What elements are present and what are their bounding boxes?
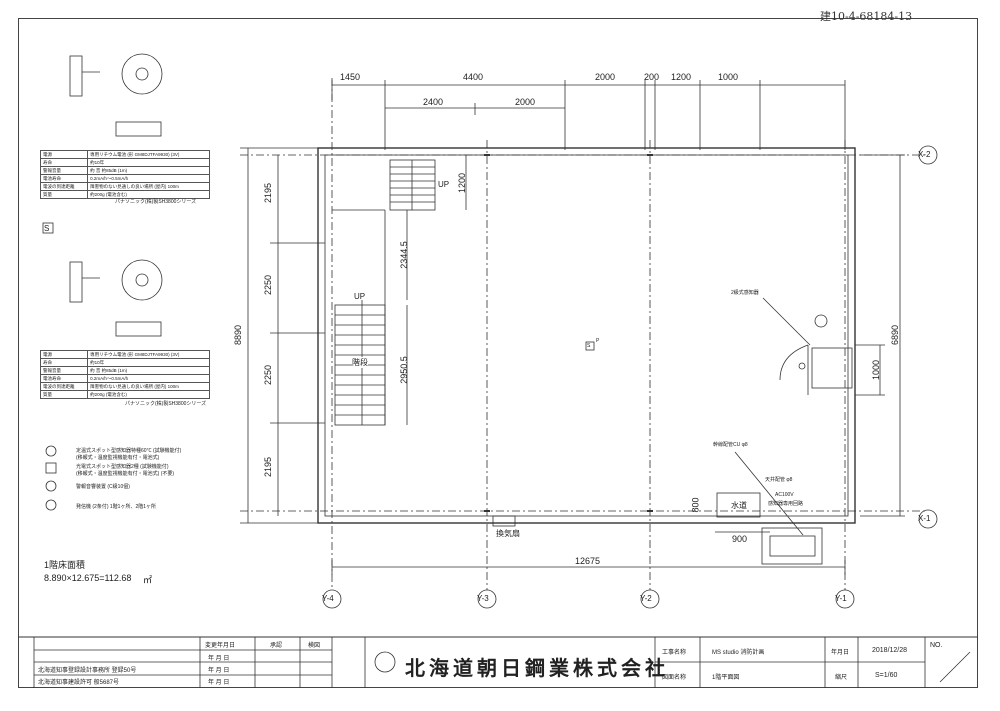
tb-date-1: 年 月 日 [208,656,230,662]
spec1-key: 警報音量 [39,166,89,175]
wire-note: 幹線配管CU φ8 [713,442,748,448]
tb-project-label: 工事名称 [662,650,687,656]
dim-bottom-900: 900 [732,534,748,544]
pipe-note: 天井配管 φ8 [765,477,793,483]
company-name: 北海道朝日鋼業株式会社 [405,656,669,680]
stair-up-lower: UP [354,292,366,301]
vent-label: 換気扇 [496,529,520,538]
tb-date-value: 2018/12/28 [872,647,908,654]
tb-approval: 承認 [270,643,283,649]
dim-stair-2344: 2344.5 [398,241,409,269]
dim-top-4400: 4400 [463,72,484,82]
dim-top-1000: 1000 [718,72,739,82]
tb-license-2: 北海道知事建設許可 般5687号 [38,680,120,686]
spec1-val: 専用リチウム電池 (形 GM8DJTFA9930) (3V) [87,150,210,159]
tb-date-label: 年月日 [831,650,850,656]
spec2-val: 0.2mA/h〜0.5mA/h [87,374,210,383]
legend-note-1: (移報式・温度監視機能有付・電池式) [76,455,160,461]
spec1-val: 約10年 [87,158,210,167]
legend-note-2: (移報式・温度監視機能有付・電池式) (不要) [76,471,175,477]
tb-project-value: MS studio 消防計画 [712,650,765,656]
spec2-key: 寿命 [39,358,89,367]
area-title: 1階床面積 [44,560,86,570]
dim-left-2250a: 2250 [263,274,274,296]
spec2-key: 質量 [39,390,89,399]
sensor-symbol-sup: P [596,338,600,344]
detector-note: 2級式感知器 [731,290,759,296]
tb-license-1: 北海道知事登録設計事務所 登録50号 [38,668,137,674]
spec-table-2: 電源専用リチウム電池 (形 GM8DJTFA9930) (3V) 寿命約10年 … [39,350,210,399]
grid-label-x2: X-2 [918,150,931,159]
spec1-key: 電波の到達距離 [39,182,89,191]
area-calc: 8.890×12.675=112.68 [44,573,132,583]
spec1-val: 約 音 約85dB (1m) [87,166,210,175]
tb-scale-value: S=1/60 [875,672,898,679]
legend-item-transmitter: 発信機 (2条付) 1階1ヶ所、2階1ヶ所 [76,504,157,510]
grid-label-x1: X-1 [918,514,931,523]
dim-right-6890: 6890 [890,324,901,346]
grid-label-y1: Y-1 [835,594,847,603]
spec2-footnote: パナソニック(株)製SH3800シリーズ [125,401,207,407]
spec1-val: 障害物のない見通しの良い場所 (屋内) 100m [87,182,210,191]
tb-check: 検図 [308,643,321,649]
tb-date-2: 年 月 日 [208,668,230,674]
dim-sink-800: 800 [690,497,701,513]
spec2-key: 電池寿命 [39,374,89,383]
ac-note-2: 感知器専用回路 [768,501,804,507]
dim-stair-1200: 1200 [457,172,468,194]
spec1-val: 約200g (電池含む) [87,190,210,199]
dim-top-200: 200 [644,72,660,82]
tb-date-3: 年 月 日 [208,680,230,686]
dim-bottom-12675: 12675 [575,556,601,566]
spec1-key: 質量 [39,190,89,199]
spec2-key: 警報音量 [39,366,89,375]
legend-item-smoke: 光電式スポット型感知器2種 (試験機能付) [76,464,169,470]
dim-left-8890: 8890 [233,324,244,346]
ac-note: AC100V [775,492,794,498]
spec1-val: 0.2mA/h〜0.5mA/h [87,174,210,183]
spec2-val: 専用リチウム電池 (形 GM8DJTFA9930) (3V) [87,350,210,359]
tb-drawing-label: 図面名称 [662,675,687,681]
spec2-val: 約10年 [87,358,210,367]
spec2-val: 約 音 約85dB (1m) [87,366,210,375]
dim-top-1200: 1200 [671,72,692,82]
stair-up-upper: UP [438,180,450,189]
sink-label: 水道 [731,501,747,510]
dim-left-2195a: 2195 [263,182,274,204]
spec-table-1: 電源専用リチウム電池 (形 GM8DJTFA9930) (3V) 寿命約10年 … [39,150,210,199]
grid-label-y4: Y-4 [322,594,334,603]
dim-top-2000b: 2000 [515,97,536,107]
grid-label-y3: Y-3 [477,594,489,603]
tb-no-label: NO. [930,642,943,649]
legend-s-symbol: S [44,224,50,233]
legend-item-heat: 定温式スポット型感知器特種60℃ (試験機能付) [76,448,182,454]
spec2-val: 障害物のない見通しの良い場所 (屋内) 100m [87,382,210,391]
spec1-key: 寿命 [39,158,89,167]
dim-right-1000: 1000 [871,359,882,381]
area-unit: ㎡ [143,575,153,585]
spec1-footnote: パナソニック(株)製SH3800シリーズ [115,199,197,205]
spec1-key: 電池寿命 [39,174,89,183]
spec2-val: 約200g (電池含む) [87,390,210,399]
dim-top-2400: 2400 [423,97,444,107]
tb-change-date: 変更年月日 [205,643,236,649]
dim-left-2195b: 2195 [263,456,274,478]
tb-drawing-value: 1階平面図 [712,675,740,681]
spec1-key: 電源 [39,150,89,159]
dim-stair-2950: 2950.5 [398,356,409,384]
drawing-sheet [18,18,978,688]
sensor-symbol-plan: S [587,343,591,349]
tb-scale-label: 縮尺 [835,675,848,681]
dim-top-1450: 1450 [340,72,361,82]
handwritten-note: 建10-4-68184-13 [820,10,913,23]
grid-label-y2: Y-2 [640,594,652,603]
legend-item-alarm: 警報音響装置 (C級10個) [76,484,130,490]
stairs-label: 階段 [352,357,368,368]
spec2-key: 電波の到達距離 [39,382,89,391]
dim-top-2000: 2000 [595,72,616,82]
dim-left-2250b: 2250 [263,364,274,386]
spec2-key: 電源 [39,350,89,359]
